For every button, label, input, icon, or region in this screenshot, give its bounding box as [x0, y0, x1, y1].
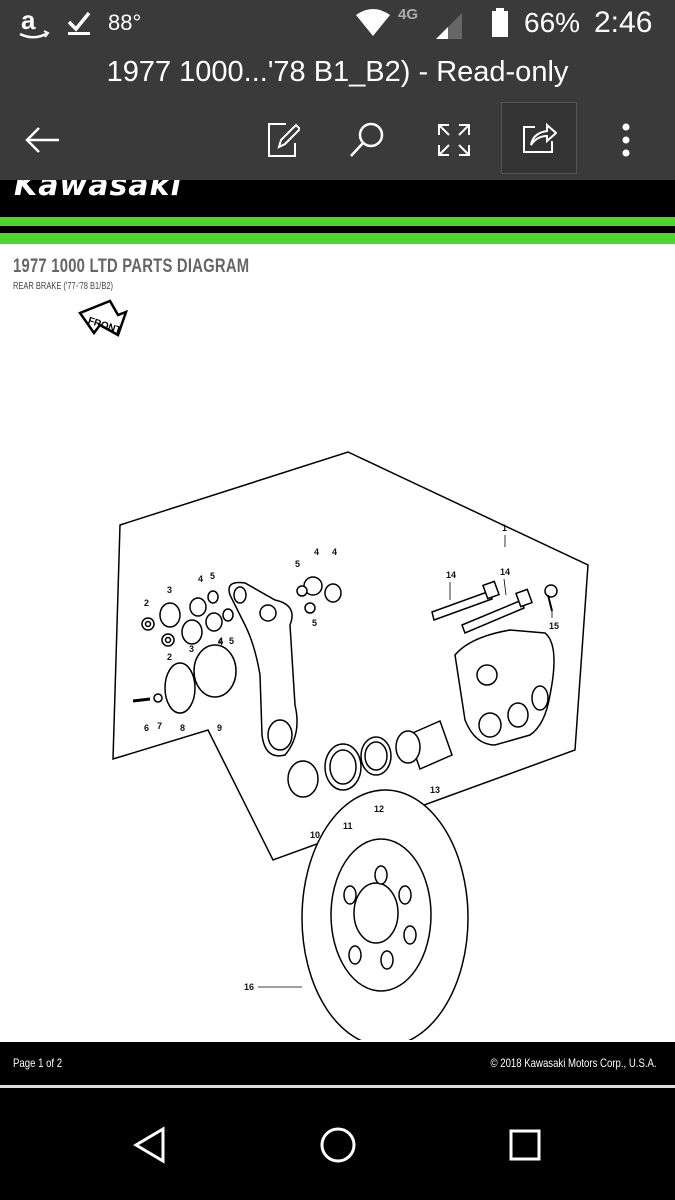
diagram-subtitle: REAR BRAKE ('77-'78 B1/B2) [13, 281, 113, 292]
check-icon [66, 0, 92, 45]
brake-disc [301, 789, 469, 1040]
callout-2: 2 [144, 598, 149, 608]
edit-icon [268, 123, 300, 157]
signal-icon: 4G [396, 0, 466, 45]
callout-8: 8 [180, 723, 185, 733]
callout-5d: 5 [229, 636, 234, 646]
piston-seals [287, 719, 453, 798]
leader-lines [258, 535, 553, 988]
document-title: 1977 1000...'78 B1_B2) - Read-only [106, 56, 569, 88]
front-arrow: FRONT [78, 299, 129, 337]
parts-diagram: FRONT [78, 299, 589, 1040]
back-triangle-icon [133, 1126, 165, 1164]
callout-5: 5 [210, 571, 215, 581]
edit-button[interactable] [248, 100, 318, 180]
callout-5b: 5 [295, 559, 300, 569]
wifi-icon [355, 0, 391, 45]
document-viewer[interactable]: Kawasaki 1977 1000 LTD PARTS DIAGRAM REA… [0, 180, 675, 1042]
search-button[interactable] [332, 100, 402, 180]
callout-4d: 4 [218, 637, 223, 647]
green-stripe-bottom [0, 233, 675, 244]
back-arrow-icon [25, 127, 59, 153]
fullscreen-button[interactable] [419, 100, 489, 180]
callout-1: 1 [502, 523, 507, 533]
caliper-body [454, 629, 555, 746]
callout-7: 7 [157, 721, 162, 731]
svg-text:a: a [21, 5, 36, 35]
callout-9: 9 [217, 723, 222, 733]
more-options-button[interactable] [591, 100, 661, 180]
bolts [431, 580, 558, 634]
nav-back-button[interactable] [110, 1115, 190, 1175]
back-button[interactable] [8, 100, 78, 180]
fullscreen-icon [438, 124, 470, 156]
callout-4: 4 [198, 574, 203, 584]
footer-divider [0, 1085, 675, 1088]
callout-4c: 4 [332, 547, 337, 557]
callout-15: 15 [549, 621, 559, 631]
callout-3b: 3 [189, 644, 194, 654]
green-stripe-top [0, 217, 675, 226]
clock: 2:46 [594, 5, 653, 39]
nav-home-button[interactable] [298, 1115, 378, 1175]
callout-3: 3 [167, 585, 172, 595]
page-indicator: Page 1 of 2 [13, 1056, 63, 1070]
callout-13: 13 [430, 785, 440, 795]
share-icon [523, 122, 557, 153]
brand-logo: Kawasaki [14, 180, 182, 203]
battery-icon [491, 0, 509, 45]
callout-14b: 14 [500, 567, 510, 577]
nav-recents-button[interactable] [485, 1115, 565, 1175]
callout-5c: 5 [312, 618, 317, 628]
status-bar: a 88° 4G 66% 2:46 [0, 0, 675, 45]
recents-square-icon [509, 1129, 541, 1161]
toolbar [0, 100, 675, 180]
copyright-text: © 2018 Kawasaki Motors Corp., U.S.A. [490, 1056, 657, 1070]
share-button[interactable] [501, 102, 577, 174]
callout-10: 10 [310, 830, 320, 840]
callout-6: 6 [144, 723, 149, 733]
callout-16: 16 [244, 982, 254, 992]
callout-12: 12 [374, 804, 384, 814]
diagram-title: 1977 1000 LTD PARTS DIAGRAM [13, 256, 250, 277]
callout-2b: 2 [167, 652, 172, 662]
callout-14: 14 [446, 570, 456, 580]
callout-4b: 4 [314, 547, 319, 557]
temperature: 88° [108, 9, 142, 35]
small-parts [141, 576, 342, 714]
battery-percent: 66% [524, 6, 581, 38]
search-icon [350, 122, 384, 157]
title-bar: 1977 1000...'78 B1_B2) - Read-only [0, 45, 675, 100]
network-type: 4G [398, 6, 418, 23]
home-circle-icon [320, 1127, 356, 1163]
system-nav-bar [0, 1090, 675, 1200]
document-footer: Page 1 of 2 © 2018 Kawasaki Motors Corp.… [0, 1042, 675, 1085]
brand-header: Kawasaki [0, 180, 675, 216]
callout-11: 11 [343, 821, 353, 831]
caliper-bracket [228, 581, 298, 757]
callout-4e: 4 [218, 636, 223, 646]
more-vert-icon [622, 123, 630, 157]
amazon-icon: a [18, 0, 50, 45]
callout-labels: 1 2 3 4 5 4 5 5 4 4 2 3 4 5 14 14 15 6 7… [144, 523, 559, 992]
